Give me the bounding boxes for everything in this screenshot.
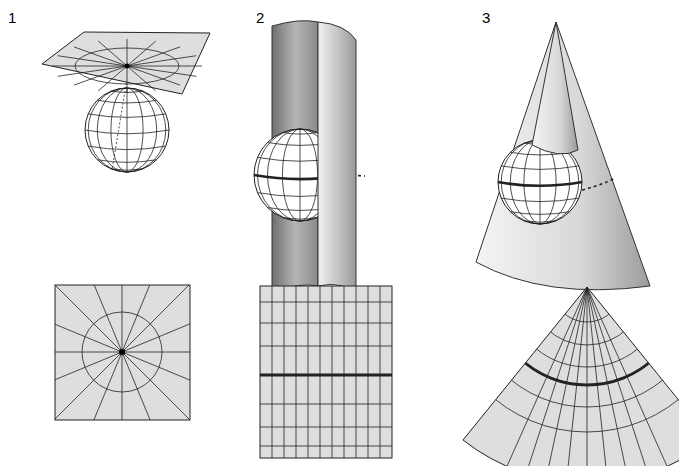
- stroke: [88, 114, 166, 118]
- stroke: [467, 167, 679, 407]
- callout-number: 2: [256, 10, 264, 25]
- stroke: [127, 88, 128, 172]
- stroke: [127, 66, 156, 91]
- stroke: [97, 100, 156, 103]
- conic-projection: [442, 22, 679, 466]
- stroke: [260, 346, 392, 347]
- stroke: [97, 88, 156, 172]
- stroke: [560, 287, 587, 466]
- stroke: [97, 160, 156, 163]
- stroke: [344, 286, 345, 458]
- stroke: [127, 56, 196, 66]
- stroke: [442, 142, 679, 432]
- stroke: [74, 66, 127, 85]
- pole-dot: [119, 349, 125, 355]
- stroke: [296, 286, 297, 458]
- stroke: [122, 285, 123, 352]
- stroke: [582, 178, 615, 190]
- planar-projection: [2, 32, 242, 466]
- stroke: [122, 352, 123, 420]
- stroke: [52, 66, 127, 67]
- stroke: [122, 285, 190, 352]
- stroke: [98, 41, 127, 66]
- stroke: [498, 182, 582, 186]
- stroke: [260, 323, 392, 324]
- stroke: [111, 169, 143, 170]
- stroke: [282, 218, 317, 220]
- stroke: [55, 352, 122, 420]
- stroke: [82, 312, 162, 392]
- stroke: [442, 142, 679, 466]
- stroke: [74, 47, 127, 66]
- stroke: [282, 133, 317, 135]
- stroke: [587, 287, 679, 466]
- stroke: [380, 286, 381, 458]
- stroke: [260, 302, 392, 303]
- stroke: [58, 66, 127, 76]
- cone: [476, 22, 650, 290]
- stroke: [112, 79, 127, 170]
- stroke: [127, 39, 128, 66]
- stroke: [308, 286, 309, 458]
- pole-dot: [125, 64, 130, 69]
- stroke: [55, 285, 122, 352]
- stroke: [587, 287, 588, 466]
- stroke: [587, 287, 641, 466]
- stroke: [587, 287, 614, 466]
- stroke: [300, 129, 301, 221]
- stroke: [489, 189, 679, 385]
- stroke: [260, 427, 392, 428]
- stroke: [501, 166, 579, 170]
- stroke: [524, 221, 556, 222]
- stroke: [332, 286, 333, 458]
- stroke: [320, 286, 321, 458]
- stroke: [85, 130, 169, 134]
- cone-front: [532, 22, 578, 154]
- stroke: [260, 404, 392, 405]
- stroke: [260, 374, 392, 377]
- stroke: [501, 198, 579, 202]
- stroke: [122, 352, 190, 353]
- projection-plane: [42, 32, 210, 94]
- stroke: [533, 287, 587, 466]
- cylindrical-map: [260, 286, 392, 458]
- callout-number: 3: [482, 10, 490, 25]
- stroke: [88, 88, 166, 172]
- cylindrical-projection: [254, 21, 392, 458]
- stroke: [540, 140, 541, 224]
- stroke: [368, 286, 369, 458]
- stroke: [55, 285, 190, 420]
- stroke: [272, 286, 273, 458]
- globe: [85, 88, 169, 172]
- stroke: [260, 446, 392, 447]
- stroke: [127, 66, 128, 93]
- stroke: [127, 66, 202, 67]
- stroke: [55, 352, 122, 353]
- stroke: [356, 286, 357, 458]
- stroke: [122, 352, 190, 420]
- stroke: [127, 66, 180, 85]
- cylinder-front: [318, 22, 356, 296]
- stroke: [282, 129, 317, 221]
- stroke: [127, 47, 180, 66]
- stroke: [510, 212, 569, 215]
- stroke: [481, 287, 587, 466]
- conic-map-outline: [463, 287, 679, 466]
- stroke: [284, 286, 285, 458]
- stroke: [88, 146, 166, 150]
- stroke: [111, 88, 143, 172]
- callout-number: 1: [8, 10, 16, 25]
